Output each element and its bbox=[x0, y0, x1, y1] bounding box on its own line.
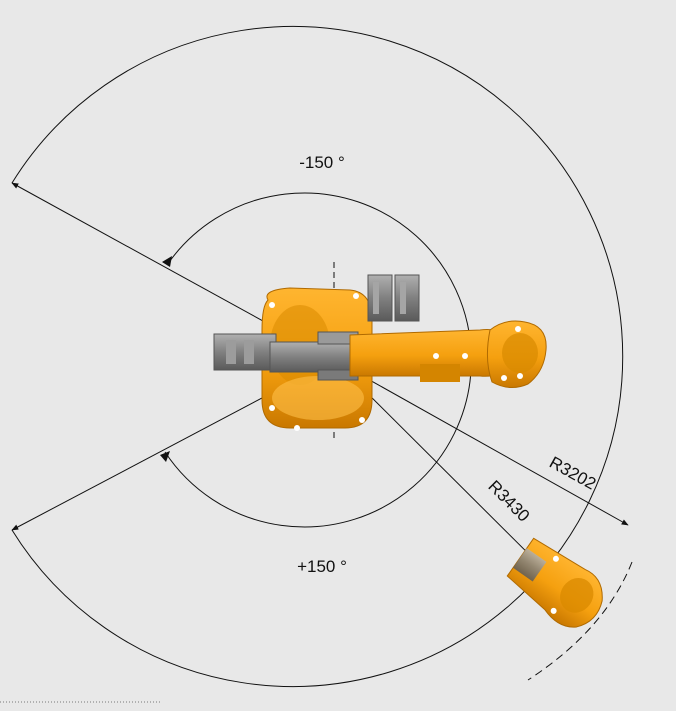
axis-motor-2 bbox=[394, 274, 420, 322]
angle-arrow-negative bbox=[162, 256, 172, 267]
angle-arrow-positive bbox=[160, 451, 170, 462]
angle-label-positive: +150 ° bbox=[297, 557, 347, 576]
outer-reach-dashed-arc bbox=[527, 561, 633, 681]
radius-label-r3202: R3202 bbox=[546, 453, 599, 494]
axis-motor-1 bbox=[367, 274, 393, 322]
outer-envelope-arc bbox=[11, 26, 624, 687]
robot-wrist-at-reach bbox=[506, 537, 603, 628]
radius-line-r3202 bbox=[333, 359, 629, 526]
robot-top-view bbox=[213, 274, 547, 431]
angle-label-negative: -150 ° bbox=[299, 153, 345, 172]
radius-label-r3430: R3430 bbox=[484, 477, 533, 526]
